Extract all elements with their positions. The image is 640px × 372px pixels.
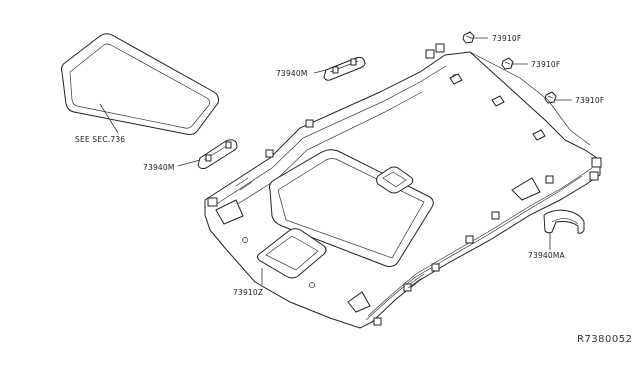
- clip-2-icon: [501, 57, 514, 70]
- assist-grip-upper: [323, 56, 366, 81]
- callout-clip-3: 73910F: [575, 96, 604, 105]
- callout-sunroof-seal: SEE SEC.736: [75, 135, 125, 144]
- clip-3-icon: [544, 91, 557, 104]
- callout-clip-2: 73910F: [531, 60, 560, 69]
- assist-grip-left: [197, 139, 238, 170]
- leader-lines: [99, 37, 572, 285]
- callout-grip-upper: 73940M: [276, 69, 308, 78]
- clip-1-icon: [462, 31, 475, 44]
- reference-code: R7380052: [577, 334, 632, 345]
- sunroof-seal: [61, 33, 219, 135]
- callout-clip-1: 73910F: [492, 34, 521, 43]
- callout-grip-left: 73940M: [143, 163, 175, 172]
- callout-headlining: 73910Z: [233, 288, 263, 297]
- callout-grip-right: 73940MA: [528, 251, 566, 260]
- assist-grip-right: [543, 209, 585, 234]
- headlining-body: [204, 43, 602, 329]
